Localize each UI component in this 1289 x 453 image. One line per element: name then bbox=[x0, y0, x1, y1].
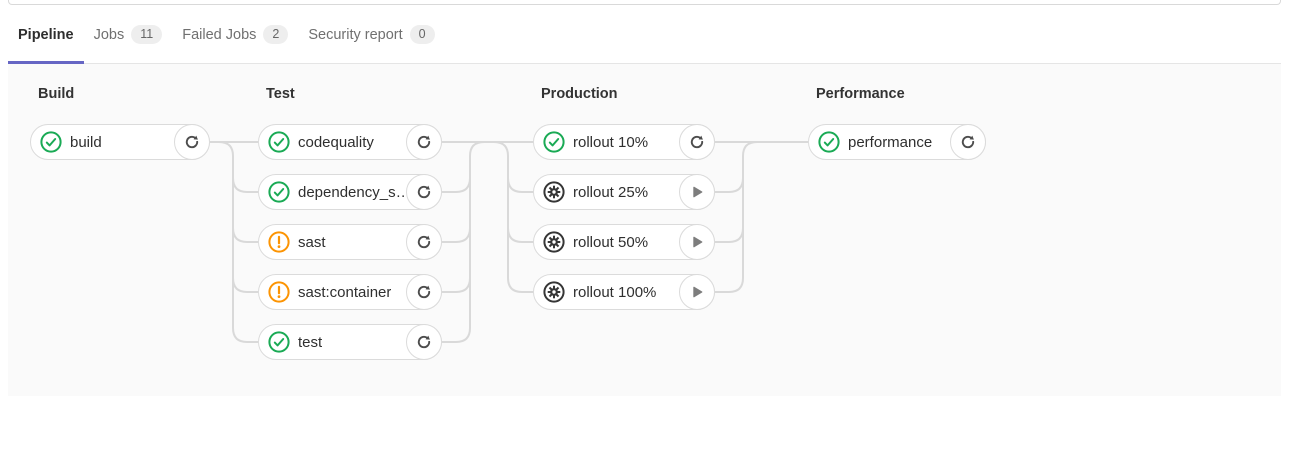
status-manual-icon bbox=[543, 181, 565, 203]
stage-header: Performance bbox=[816, 86, 905, 102]
job-name: rollout 10% bbox=[573, 133, 649, 151]
play-button[interactable] bbox=[679, 274, 715, 310]
job-pill[interactable]: build bbox=[30, 124, 210, 160]
job-name: rollout 50% bbox=[573, 233, 649, 251]
status-success-icon bbox=[268, 181, 290, 203]
retry-icon bbox=[689, 134, 705, 150]
stage-header: Build bbox=[38, 86, 75, 102]
jobs-count-badge: 11 bbox=[131, 25, 163, 44]
job-name: dependency_s… bbox=[298, 183, 405, 201]
retry-button[interactable] bbox=[406, 124, 442, 160]
tab-failed-jobs[interactable]: Failed Jobs 2 bbox=[172, 5, 298, 64]
job-pill[interactable]: rollout 100% bbox=[533, 274, 715, 310]
job-pill[interactable]: test bbox=[258, 324, 442, 360]
job-pill[interactable]: codequality bbox=[258, 124, 442, 160]
retry-button[interactable] bbox=[950, 124, 986, 160]
job-name: codequality bbox=[298, 133, 374, 151]
status-manual-icon bbox=[543, 231, 565, 253]
status-success-icon bbox=[543, 131, 565, 153]
retry-icon bbox=[416, 284, 432, 300]
job-name: rollout 25% bbox=[573, 183, 649, 201]
tab-label: Pipeline bbox=[18, 26, 74, 43]
retry-icon bbox=[416, 184, 432, 200]
tab-label: Jobs bbox=[93, 26, 125, 43]
job-pill[interactable]: dependency_s… bbox=[258, 174, 442, 210]
job-name: sast:container bbox=[298, 283, 392, 301]
play-icon bbox=[689, 234, 705, 250]
status-success-icon bbox=[268, 331, 290, 353]
retry-icon bbox=[416, 234, 432, 250]
stage-header: Production bbox=[541, 86, 618, 102]
pipeline-tabs: Pipeline Jobs 11 Failed Jobs 2 Security … bbox=[8, 5, 1281, 64]
retry-button[interactable] bbox=[406, 274, 442, 310]
retry-button[interactable] bbox=[406, 224, 442, 260]
retry-icon bbox=[960, 134, 976, 150]
retry-icon bbox=[416, 334, 432, 350]
retry-button[interactable] bbox=[406, 174, 442, 210]
play-icon bbox=[689, 284, 705, 300]
retry-icon bbox=[416, 134, 432, 150]
job-pill[interactable]: rollout 10% bbox=[533, 124, 715, 160]
status-success-icon bbox=[818, 131, 840, 153]
status-warning-icon bbox=[268, 281, 290, 303]
play-icon bbox=[689, 184, 705, 200]
job-name: build bbox=[70, 133, 102, 151]
tab-security-report[interactable]: Security report 0 bbox=[298, 5, 444, 64]
retry-icon bbox=[184, 134, 200, 150]
pipeline-graph: Build build Test codequality dependency_s…sa… bbox=[8, 64, 1281, 396]
top-panel-edge bbox=[8, 0, 1281, 5]
job-name: rollout 100% bbox=[573, 283, 657, 301]
play-button[interactable] bbox=[679, 174, 715, 210]
tab-label: Failed Jobs bbox=[182, 26, 257, 43]
retry-button[interactable] bbox=[679, 124, 715, 160]
security-report-count-badge: 0 bbox=[409, 25, 435, 44]
retry-button[interactable] bbox=[406, 324, 442, 360]
status-success-icon bbox=[268, 131, 290, 153]
play-button[interactable] bbox=[679, 224, 715, 260]
status-manual-icon bbox=[543, 281, 565, 303]
connector-lines bbox=[210, 141, 808, 343]
retry-button[interactable] bbox=[174, 124, 210, 160]
job-pill[interactable]: sast bbox=[258, 224, 442, 260]
job-pill[interactable]: sast:container bbox=[258, 274, 442, 310]
tab-jobs[interactable]: Jobs 11 bbox=[84, 5, 173, 64]
job-pill[interactable]: performance bbox=[808, 124, 986, 160]
tab-pipeline[interactable]: Pipeline bbox=[8, 5, 84, 64]
job-name: test bbox=[298, 333, 323, 351]
job-pill[interactable]: rollout 25% bbox=[533, 174, 715, 210]
stage-header: Test bbox=[266, 86, 295, 102]
job-pill[interactable]: rollout 50% bbox=[533, 224, 715, 260]
job-name: sast bbox=[298, 233, 326, 251]
job-name: performance bbox=[848, 133, 933, 151]
tab-label: Security report bbox=[308, 26, 403, 43]
status-warning-icon bbox=[268, 231, 290, 253]
failed-jobs-count-badge: 2 bbox=[263, 25, 289, 44]
status-success-icon bbox=[40, 131, 62, 153]
